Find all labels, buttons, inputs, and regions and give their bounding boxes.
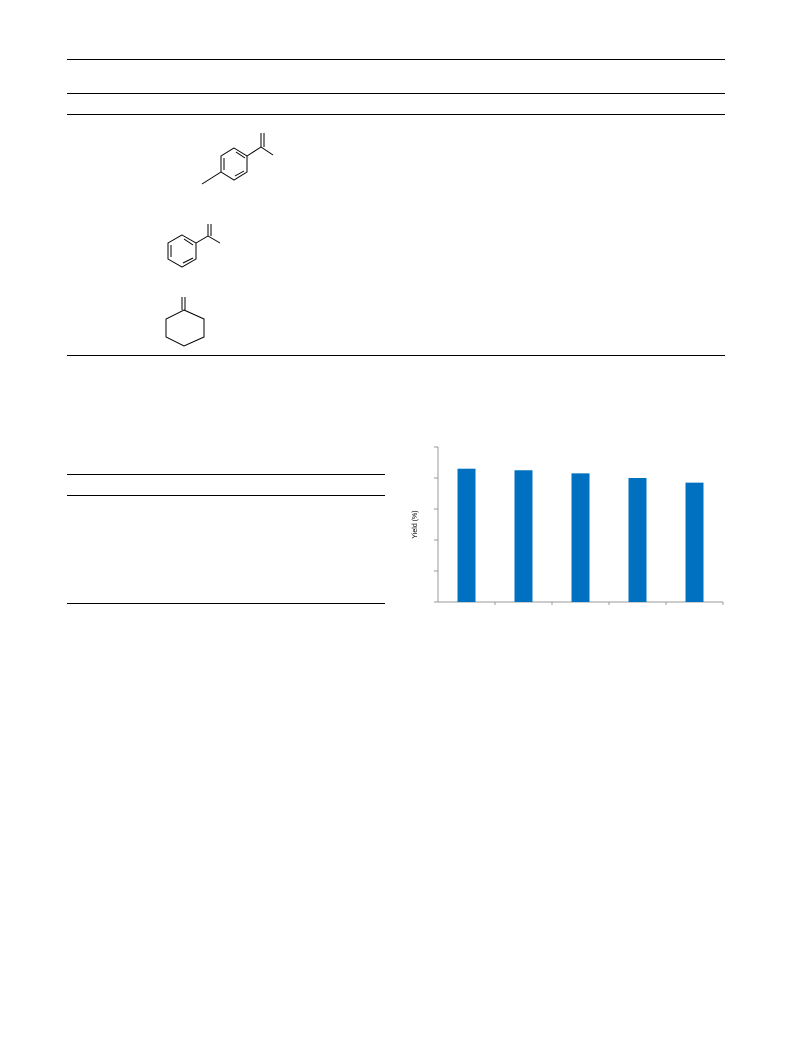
bar [628,478,647,602]
bar [685,482,704,602]
bar [457,468,476,602]
bar [514,470,533,602]
4-methyl-alpha-methylstyrene-structure-icon [201,133,274,185]
table2-bottom-rule [67,603,385,604]
table2-top-rule [67,474,385,475]
table1-subheader-rule [67,114,725,115]
yield-bar-chart: Yield (%) [412,446,724,605]
alpha-methylstyrene-structure-icon [167,224,221,268]
table1-bottom-rule [67,355,725,356]
table1-top-rule [67,59,725,60]
table2-header-rule [67,495,385,496]
methylenecyclohexane-structure-icon [165,297,205,347]
y-axis-label: Yield (%) [412,510,419,538]
bar [571,473,590,602]
table1-header-rule [67,93,725,94]
